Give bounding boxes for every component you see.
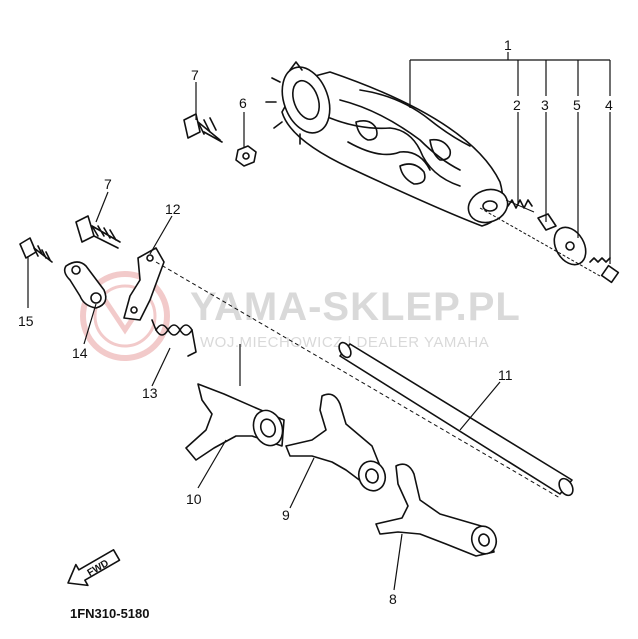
label-part-13: 13	[142, 385, 158, 401]
forward-arrow: FWD	[67, 549, 121, 587]
label-part-14: 14	[72, 345, 88, 361]
watermark-brand: YAMA-SKLEP.PL	[190, 285, 521, 329]
label-part-8: 8	[389, 591, 397, 607]
bolt-upper	[183, 113, 223, 143]
label-part-12: 12	[165, 201, 181, 217]
label-part-15: 15	[18, 313, 34, 329]
nut	[235, 145, 257, 167]
segment-plate	[553, 226, 587, 266]
shift-fork-9	[285, 393, 387, 492]
label-part-9: 9	[282, 507, 290, 523]
part-labels: 1 2 3 5 4 7 6 7 12 15 14 13 11 10 9 8	[18, 37, 613, 607]
label-part-1: 1	[504, 37, 512, 53]
arrow-icon	[67, 549, 121, 587]
label-part-3: 3	[541, 97, 549, 113]
shift-cam-drum	[265, 61, 509, 227]
stopper-lever	[63, 261, 107, 309]
guide-bar	[338, 341, 574, 497]
shaft-axis-line	[155, 261, 561, 499]
shift-lever-plate	[123, 247, 165, 321]
label-part-7-lower: 7	[104, 176, 112, 192]
label-part-5: 5	[573, 97, 581, 113]
watermark: YAMA-SKLEP.PL WOJ.MIECHOWICZ | DEALER YA…	[80, 271, 521, 361]
cam-spring	[505, 199, 535, 213]
torsion-spring	[151, 319, 197, 357]
leader-lines	[27, 52, 611, 591]
cam-axis-line	[479, 207, 601, 277]
shift-fork-8	[375, 463, 498, 557]
label-part-2: 2	[513, 97, 521, 113]
forward-arrow-label: FWD	[86, 558, 111, 579]
bolt-lower	[75, 215, 121, 249]
label-part-6: 6	[239, 95, 247, 111]
plate-screw	[589, 257, 620, 284]
shift-fork-10	[185, 383, 285, 461]
diagram-code: 1FN310-5180	[70, 606, 150, 621]
label-part-11: 11	[498, 367, 513, 383]
label-part-7-upper: 7	[191, 67, 199, 83]
label-part-4: 4	[605, 97, 613, 113]
label-part-10: 10	[186, 491, 202, 507]
bolt-15	[19, 237, 53, 263]
cam-pin	[537, 213, 557, 231]
